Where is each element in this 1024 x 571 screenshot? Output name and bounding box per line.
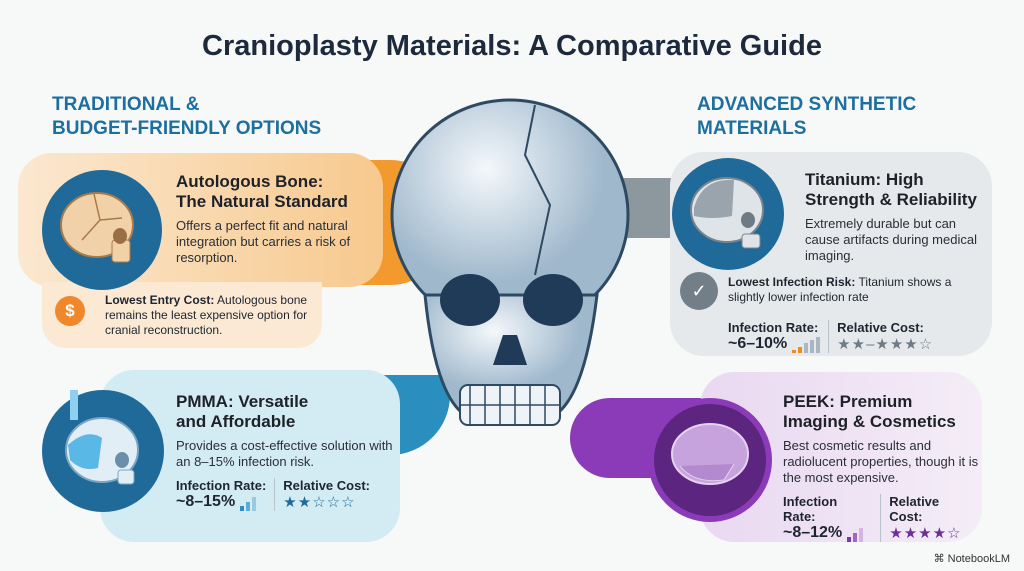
cost-stars-icon: ★★–★★★☆ — [837, 336, 934, 353]
infection-label: Infection Rate: — [728, 320, 819, 335]
titanium-note: Lowest Infection Risk: Titanium shows a … — [728, 275, 952, 304]
pmma-metrics: Infection Rate:~8–15% Relative Cost:★★☆☆… — [176, 478, 396, 511]
infection-value: ~8–12% — [783, 524, 843, 541]
cost-label: Relative Cost: — [837, 320, 924, 335]
peek-skull-icon — [648, 398, 772, 522]
titanium-skull-icon — [672, 158, 784, 270]
notebooklm-logo-icon: ⌘ — [933, 553, 948, 565]
central-skull-illustration — [390, 98, 630, 426]
autologous-content: Autologous Bone:The Natural Standard Off… — [176, 172, 376, 266]
infection-bars-icon — [792, 337, 821, 353]
right-section-heading: ADVANCED SYNTHETIC MATERIALS — [697, 93, 916, 141]
autologous-note-box — [42, 282, 322, 348]
pmma-skull-icon — [42, 380, 164, 512]
shield-check-icon: ✓ — [680, 272, 718, 310]
infection-bars-icon — [847, 528, 864, 542]
peek-metrics: Infection Rate:~8–12% Relative Cost:★★★★… — [783, 494, 983, 542]
heading-line: TRADITIONAL & — [52, 94, 200, 115]
card-description: Best cosmetic results and radiolucent pr… — [783, 438, 979, 485]
page-title: Cranioplasty Materials: A Comparative Gu… — [202, 30, 822, 62]
autologous-skull-icon — [42, 170, 162, 290]
cost-label: Relative Cost: — [889, 494, 940, 524]
titanium-metrics: Infection Rate:~6–10% Relative Cost:★★–★… — [728, 320, 941, 353]
cost-stars-icon: ★★☆☆☆ — [283, 494, 356, 511]
card-description: Provides a cost-effective solution with … — [176, 438, 393, 469]
autologous-note: Lowest Entry Cost: Autologous bone remai… — [105, 293, 308, 337]
heading-line: MATERIALS — [697, 118, 807, 139]
notebooklm-watermark: ⌘ NotebookLM — [934, 552, 1010, 565]
infection-value: ~6–10% — [728, 335, 788, 352]
card-description: Extremely durable but can cause artifact… — [805, 216, 977, 263]
left-section-heading: TRADITIONAL & BUDGET-FRIENDLY OPTIONS — [52, 93, 321, 141]
infection-label: Infection Rate: — [176, 478, 267, 493]
watermark-text: NotebookLM — [947, 553, 1010, 565]
cost-label: Relative Cost: — [283, 478, 370, 493]
heading-line: ADVANCED SYNTHETIC — [697, 94, 917, 115]
card-description: Offers a perfect fit and natural integra… — [176, 218, 351, 265]
cost-stars-icon: ★★★★☆ — [889, 525, 962, 542]
heading-line: BUDGET-FRIENDLY OPTIONS — [52, 118, 322, 139]
infection-bars-icon — [240, 497, 257, 511]
infection-value: ~8–15% — [176, 493, 236, 510]
dollar-icon: $ — [55, 296, 85, 326]
card-title: Autologous Bone:The Natural Standard — [176, 172, 348, 211]
infection-label: Infection Rate: — [783, 494, 838, 524]
